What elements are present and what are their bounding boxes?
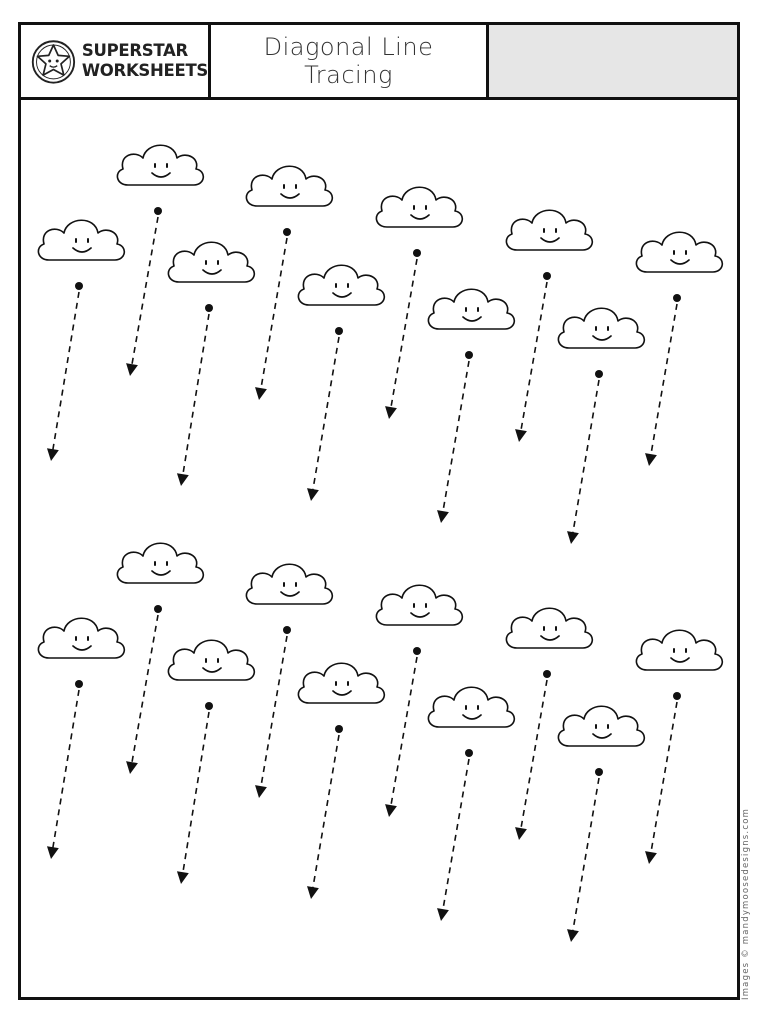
cloud-icon xyxy=(297,264,386,306)
arrow-head-icon xyxy=(126,363,138,376)
cloud-icon xyxy=(635,629,724,671)
cloud-icon xyxy=(557,307,646,349)
arrow-head-icon xyxy=(645,453,657,466)
cloud-icon xyxy=(245,563,334,605)
title-line-1: Diagonal Line xyxy=(263,33,434,61)
cloud-icon xyxy=(505,209,594,251)
start-dot-icon xyxy=(205,304,213,312)
arrow-head-icon xyxy=(255,387,267,400)
trace-line[interactable] xyxy=(441,758,470,913)
trace-line[interactable] xyxy=(441,360,470,515)
cloud-icon xyxy=(37,617,126,659)
start-dot-icon xyxy=(465,749,473,757)
name-box[interactable] xyxy=(489,25,737,97)
arrow-head-icon xyxy=(385,406,397,419)
start-dot-icon xyxy=(154,207,162,215)
trace-line[interactable] xyxy=(51,689,80,851)
start-dot-icon xyxy=(335,327,343,335)
start-dot-icon xyxy=(335,725,343,733)
arrow-head-icon xyxy=(437,908,449,921)
arrow-head-icon xyxy=(515,429,527,442)
cloud-icon xyxy=(167,241,256,283)
cloud-icon xyxy=(375,584,464,626)
start-dot-icon xyxy=(673,692,681,700)
cloud-icon xyxy=(167,639,256,681)
trace-line[interactable] xyxy=(571,379,600,536)
start-dot-icon xyxy=(75,282,83,290)
arrow-head-icon xyxy=(437,510,449,523)
trace-line[interactable] xyxy=(519,679,548,832)
cloud-icon xyxy=(37,219,126,261)
title-line-2: Tracing xyxy=(304,61,393,89)
arrow-head-icon xyxy=(176,871,189,884)
trace-line[interactable] xyxy=(259,635,288,790)
start-dot-icon xyxy=(413,647,421,655)
trace-line[interactable] xyxy=(130,614,159,766)
start-dot-icon xyxy=(543,272,551,280)
start-dot-icon xyxy=(154,605,162,613)
cloud-icon xyxy=(505,607,594,649)
worksheet-frame: SUPERSTAR WORKSHEETS Diagonal Line Traci… xyxy=(18,22,740,1000)
start-dot-icon xyxy=(465,351,473,359)
arrow-head-icon xyxy=(176,473,189,486)
trace-line[interactable] xyxy=(311,336,340,493)
cloud-icon xyxy=(375,186,464,228)
trace-line[interactable] xyxy=(649,701,678,856)
start-dot-icon xyxy=(413,249,421,257)
trace-line[interactable] xyxy=(389,258,418,411)
cloud-icon xyxy=(427,686,516,728)
trace-line[interactable] xyxy=(571,777,600,934)
image-credit: Images © mandymoosedesigns.com xyxy=(741,807,751,1000)
cloud-icon xyxy=(297,662,386,704)
arrow-head-icon xyxy=(567,929,579,942)
trace-line[interactable] xyxy=(259,237,288,392)
arrow-head-icon xyxy=(46,448,59,461)
cloud-icon xyxy=(427,288,516,330)
start-dot-icon xyxy=(283,626,291,634)
arrow-head-icon xyxy=(46,846,59,859)
worksheet-title: Diagonal Line Tracing xyxy=(211,25,489,97)
trace-line[interactable] xyxy=(649,303,678,458)
trace-line[interactable] xyxy=(130,216,159,368)
start-dot-icon xyxy=(283,228,291,236)
cloud-icon xyxy=(116,542,205,584)
start-dot-icon xyxy=(595,768,603,776)
arrow-head-icon xyxy=(126,761,138,774)
brand-line-2: WORKSHEETS xyxy=(81,61,208,80)
arrow-head-icon xyxy=(307,488,319,501)
cloud-icon xyxy=(116,144,205,186)
start-dot-icon xyxy=(595,370,603,378)
trace-line[interactable] xyxy=(181,711,210,876)
trace-line[interactable] xyxy=(51,291,80,453)
arrow-head-icon xyxy=(255,785,267,798)
arrow-head-icon xyxy=(307,886,319,899)
start-dot-icon xyxy=(205,702,213,710)
worksheet-header: SUPERSTAR WORKSHEETS Diagonal Line Traci… xyxy=(21,25,737,100)
trace-line[interactable] xyxy=(519,281,548,434)
cloud-icon xyxy=(635,231,724,273)
superstar-logo-icon xyxy=(31,40,76,84)
brand-logo: SUPERSTAR WORKSHEETS xyxy=(21,25,211,97)
trace-line[interactable] xyxy=(181,313,210,478)
start-dot-icon xyxy=(673,294,681,302)
start-dot-icon xyxy=(75,680,83,688)
start-dot-icon xyxy=(543,670,551,678)
cloud-icon xyxy=(557,705,646,747)
arrow-head-icon xyxy=(645,851,657,864)
brand-line-1: SUPERSTAR xyxy=(81,41,188,60)
arrow-head-icon xyxy=(385,804,397,817)
arrow-head-icon xyxy=(567,531,579,544)
trace-line[interactable] xyxy=(389,656,418,809)
arrow-head-icon xyxy=(515,827,527,840)
brand-wordmark: SUPERSTAR WORKSHEETS xyxy=(82,41,208,81)
cloud-icon xyxy=(245,165,334,207)
trace-line[interactable] xyxy=(311,734,340,891)
